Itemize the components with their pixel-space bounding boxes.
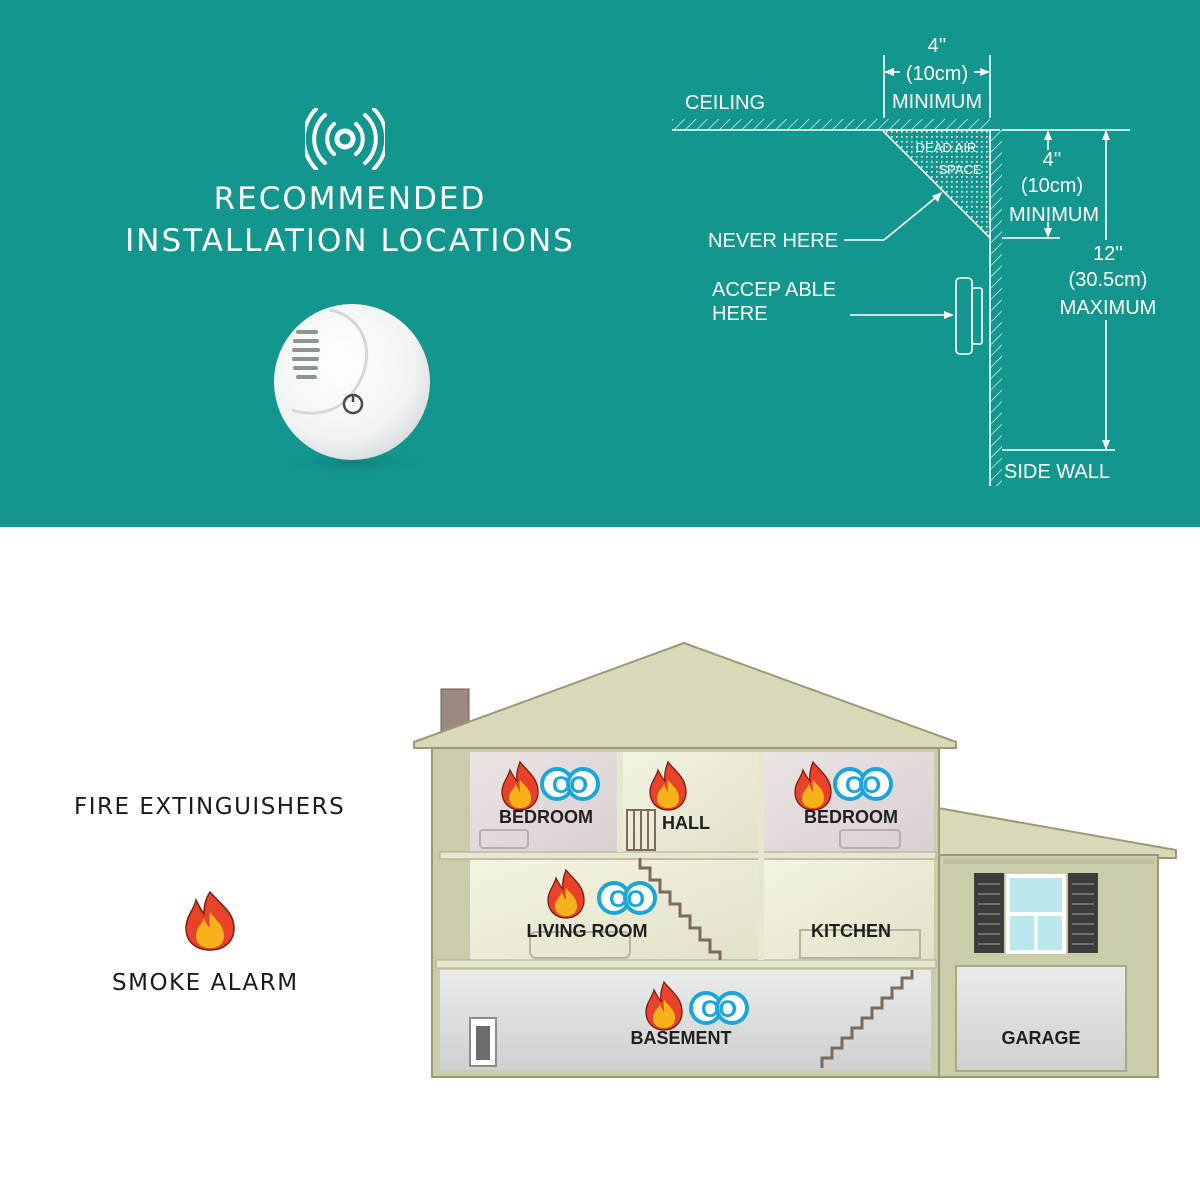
room-label-bedroom-left: BEDROOM [499,807,593,827]
placement-diagram: CEILING 4'' (10cm) MINIMUM DEAD AIR SPAC… [672,35,1157,486]
room-label-living-room: LIVING ROOM [527,921,648,941]
legend-smoke-alarm: SMOKE ALARM [112,970,299,996]
never-here-label: NEVER HERE [708,230,838,252]
stairs-lower [820,970,914,1068]
room-label-bedroom-right: BEDROOM [804,807,898,827]
stairs-upper [638,858,722,960]
room-label-basement: BASEMENT [630,1028,731,1048]
legend-fire-extinguishers: FIRE EXTINGUISHERS [74,794,346,820]
room-bedroom-right [764,752,934,852]
acceptable-label-2: HERE [712,303,768,325]
smoke-detector-image [274,304,434,476]
flame-icon [185,890,235,951]
wall-min-cm-label: (10cm) [1021,175,1083,197]
top-min-cm-label: (10cm) [906,63,968,85]
wall-max-cm-label: (30.5cm) [1069,269,1148,291]
ceiling-slab [672,119,990,130]
wall-min-word-label: MINIMUM [1009,204,1099,226]
house-panel: FIRE EXTINGUISHERS SMOKE ALARM [0,527,1200,1200]
dead-air-label-1: DEAD AIR [916,140,977,155]
room-basement [440,970,931,1070]
page-title-line-2: INSTALLATION LOCATIONS [125,223,575,259]
room-label-garage: GARAGE [1001,1028,1080,1048]
co-badge-icon: CO [833,767,893,801]
room-kitchen [764,860,934,960]
wall-max-inch-label: 12'' [1093,243,1123,265]
room-garage [955,965,1127,1072]
side-wall-label: SIDE WALL [1004,461,1110,483]
top-min-word-label: MINIMUM [892,91,982,113]
wall-max-word-label: MAXIMUM [1060,297,1157,319]
installation-panel: RECOMMENDED INSTALLATION LOCATIONS [0,0,1200,527]
dead-air-zone [880,129,991,240]
alarm-signal-icon [305,108,385,170]
room-bedroom-left [470,752,617,852]
main-roof [413,641,957,749]
acceptable-label-1: ACCEP ABLE [712,279,836,301]
page-title-line-1: RECOMMENDED [213,181,487,217]
room-label-hall: HALL [662,813,710,833]
house-illustration: CO CO CO CO BEDROOM HALL BEDROOM LIVING [413,641,1177,1078]
wall-detector-icon [955,277,973,355]
co-badge-icon: CO [540,767,600,801]
svg-text:CO: CO [552,772,588,799]
room-label-kitchen: KITCHEN [811,921,891,941]
svg-text:CO: CO [609,886,645,913]
wall-min-inch-label: 4'' [1043,149,1062,171]
garage-roof [937,806,1177,859]
co-badge-icon: CO [689,991,749,1025]
room-hall [623,752,758,852]
co-badge-icon: CO [597,881,657,915]
dead-air-label-2: SPACE [938,162,981,177]
ceiling-label: CEILING [685,92,765,114]
top-min-inch-label: 4'' [928,35,947,57]
svg-text:CO: CO [701,996,737,1023]
svg-text:CO: CO [845,772,881,799]
side-wall-slab [990,130,1002,486]
